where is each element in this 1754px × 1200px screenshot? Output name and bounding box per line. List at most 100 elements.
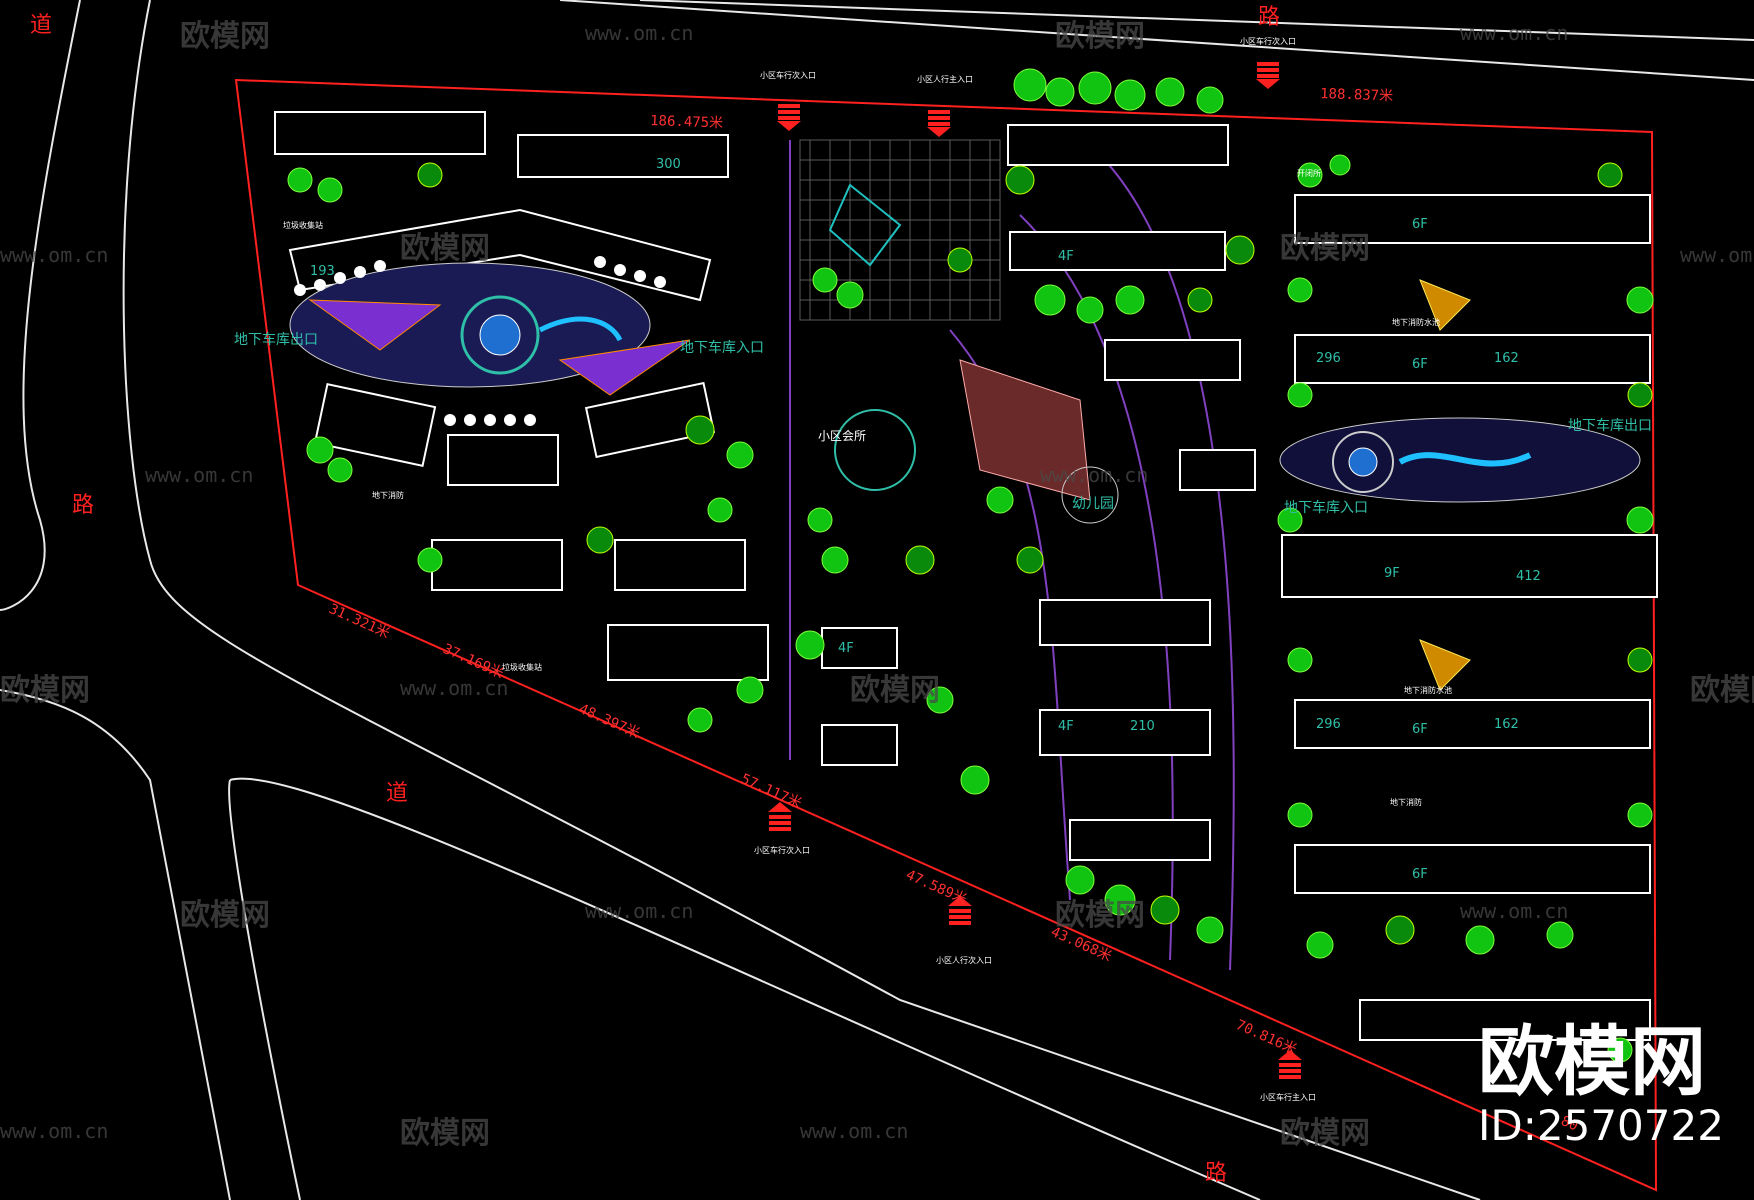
watermark-logo-6: 欧模网: [850, 673, 940, 708]
building-ne-3: [1104, 339, 1241, 381]
building-c-1: [1039, 599, 1211, 646]
kindergarten-patch: [959, 359, 1091, 501]
building-ne-1: [1007, 124, 1229, 166]
building-e-5: [1294, 844, 1651, 894]
watermarks: 欧模网 www.om.cn 欧模网 www.om.cn www.om.cn 欧模…: [0, 19, 1754, 1151]
east-plaza-fountain: [1332, 431, 1394, 493]
watermark-logo-8: 欧模网: [180, 898, 270, 933]
label-garbage-1: 垃圾收集站: [283, 220, 323, 230]
entrance-north-vehicle-1: 小区车行次入口: [760, 70, 816, 80]
entrance-south-vehicle: 小区车行次入口: [754, 845, 810, 855]
entrance-arrows: [768, 62, 1302, 1079]
label-6f-a: 6F: [1412, 217, 1428, 232]
west-plaza-stream: [538, 316, 623, 342]
site-boundary: [234, 78, 1658, 1192]
label-garage-entry-east: 地下车库入口: [1284, 499, 1368, 516]
brand-logo: 欧模网: [1478, 1017, 1706, 1106]
building-c-3: [1069, 819, 1211, 861]
label-firefighting-3: 地下消防水池: [1404, 685, 1452, 695]
watermark-logo-10: 欧模网: [400, 1116, 490, 1151]
building-e-1: [1294, 194, 1651, 244]
label-garage-entry-west: 地下车库入口: [680, 339, 764, 356]
dim-se-3: 70.816米: [1233, 1017, 1299, 1058]
west-plaza-fan-1: [308, 299, 442, 351]
watermark-url-1: www.om.cn: [585, 21, 693, 45]
road-label-top-right: 路: [1258, 5, 1280, 30]
watermark-url-6: www.om.cn: [1040, 463, 1148, 487]
label-300: 300: [656, 157, 681, 172]
watermark-url-2: www.om.cn: [1460, 21, 1568, 45]
east-plaza-stream: [1398, 452, 1532, 467]
clubhouse-circle: [834, 409, 916, 491]
dim-se-4: 80: [1558, 1113, 1580, 1134]
building-w-4: [431, 539, 563, 591]
watermark-logo-5: 欧模网: [0, 673, 90, 708]
label-162-b: 162: [1494, 717, 1519, 732]
road-label-left-lower: 道: [386, 781, 408, 806]
watermark-url-11: www.om.cn: [800, 1119, 908, 1143]
building-w-5: [614, 539, 746, 591]
watermark-logo-3: 欧模网: [400, 231, 490, 266]
west-plaza-fountain-inner: [479, 314, 521, 356]
building-ne-2: [1009, 231, 1226, 271]
building-c-2: [1039, 709, 1211, 756]
brand-id: ID:2570722: [1478, 1101, 1724, 1150]
entrance-south-pedestrian: 小区人行次入口: [936, 955, 992, 965]
road-label-top-left: 道: [30, 13, 52, 38]
landscape-features: [289, 183, 1641, 691]
building-club-small-1: [821, 627, 898, 669]
building-e-3: [1281, 534, 1658, 598]
label-garage-exit-west: 地下车库出口: [234, 331, 318, 348]
east-plaza-ornament-1: [1419, 279, 1471, 331]
building-w-6: [607, 624, 769, 681]
label-4f-b: 4F: [838, 641, 854, 656]
kindergarten-circle: [1061, 466, 1119, 524]
east-plaza-ornament-2: [1419, 639, 1471, 691]
label-4f-c: 4F: [1058, 719, 1074, 734]
building-e-2: [1294, 334, 1651, 384]
building-e-4: [1294, 699, 1651, 749]
building-w-1: [313, 383, 437, 467]
entrance-north-pedestrian: 小区人行主入口: [917, 74, 973, 84]
building-w-2: [447, 434, 559, 486]
watermark-logo-4: 欧模网: [1280, 231, 1370, 266]
building-nw-2: [517, 134, 729, 178]
label-162-a: 162: [1494, 351, 1519, 366]
label-firefighting-1: 地下消防: [372, 490, 404, 500]
label-296-a: 296: [1316, 351, 1341, 366]
building-ne-4: [1179, 449, 1256, 491]
label-firefighting-4: 地下消防: [1390, 797, 1422, 807]
label-garage-exit-east: 地下车库出口: [1568, 417, 1652, 434]
label-switch-room: 开闭所: [1297, 168, 1321, 178]
tent-structure: [828, 183, 902, 267]
buildings: [274, 111, 1658, 1041]
watermark-url-3: www.om.cn: [0, 243, 108, 267]
watermark-logo-11: 欧模网: [1280, 1116, 1370, 1151]
building-w-3: [584, 381, 716, 459]
label-6f-b: 6F: [1412, 357, 1428, 372]
label-garbage-2: 垃圾收集站: [502, 662, 542, 672]
entrance-south-vehicle-main: 小区车行主入口: [1260, 1092, 1316, 1102]
west-plaza-fan-2: [558, 339, 691, 396]
label-210: 210: [1130, 719, 1155, 734]
label-6f-c: 6F: [1412, 722, 1428, 737]
watermark-url-5: www.om.cn: [145, 463, 253, 487]
label-6f-d: 6F: [1412, 867, 1428, 882]
label-9f: 9F: [1384, 566, 1400, 581]
watermark-logo-7: 欧模网: [1690, 673, 1754, 708]
west-plaza-oval: [289, 262, 651, 388]
label-firefighting-2: 地下消防水池: [1392, 317, 1440, 327]
label-193: 193: [310, 264, 335, 279]
label-clubhouse: 小区会所: [818, 429, 866, 443]
watermark-url-4: www.om.cn: [1680, 243, 1754, 267]
building-nw-1: [274, 111, 486, 155]
watermark-url-9: www.om.cn: [1460, 899, 1568, 923]
entrance-north-vehicle-2: 小区车行次入口: [1240, 36, 1296, 46]
watermark-url-7: www.om.cn: [400, 676, 508, 700]
dim-top-left: 186.475米: [650, 113, 724, 132]
watermark-logo-2: 欧模网: [1055, 19, 1145, 54]
dim-top-right: 188.837米: [1320, 86, 1394, 105]
label-kindergarten: 幼儿园: [1072, 496, 1114, 512]
road-label-bottom: 路: [1205, 1161, 1227, 1186]
dim-sw-4: 57.117米: [738, 771, 804, 812]
